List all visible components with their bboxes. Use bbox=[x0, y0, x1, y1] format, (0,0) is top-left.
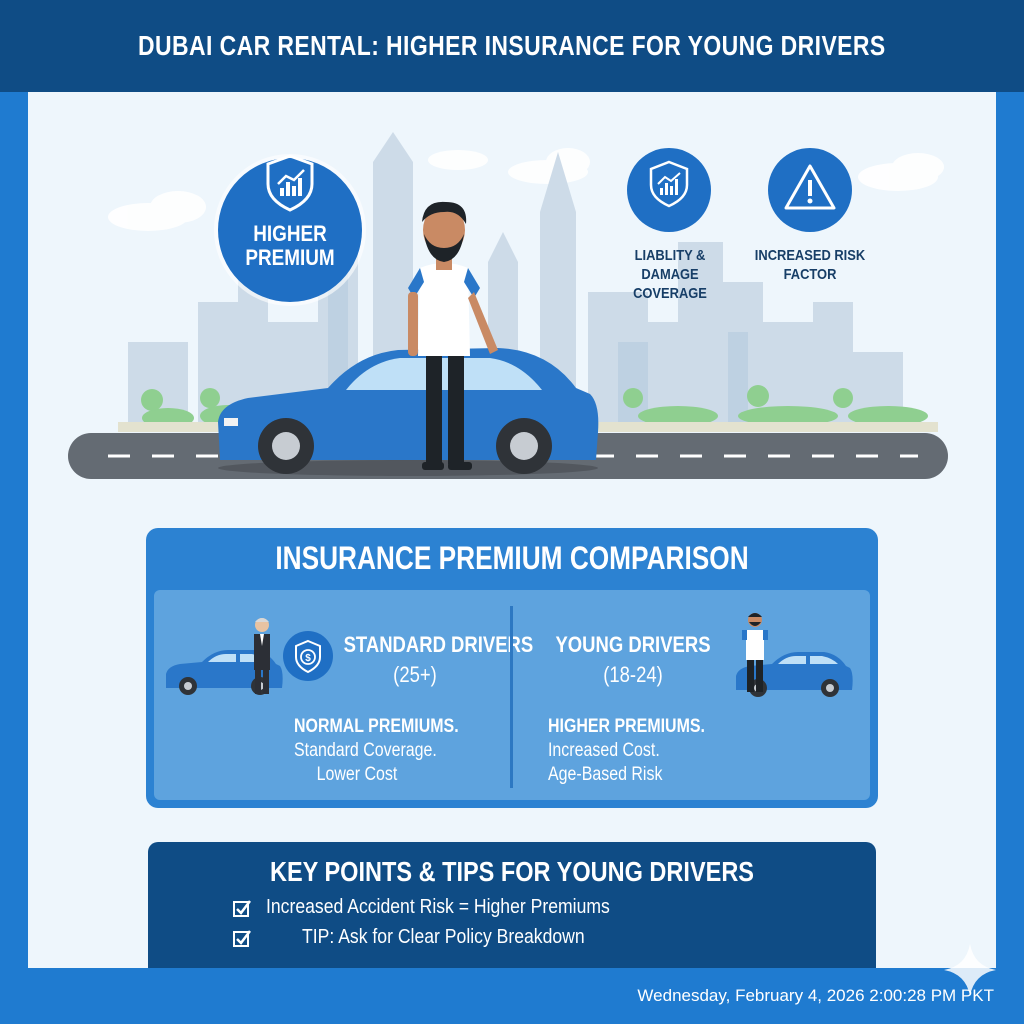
standard-title-text: STANDARD DRIVERS bbox=[343, 632, 534, 657]
liability-line-2: COVERAGE bbox=[633, 285, 707, 302]
premium-comparison-card: INSURANCE PREMIUM COMPARISON $ STANDARD … bbox=[146, 528, 878, 808]
checkbox-checked-icon bbox=[233, 899, 251, 917]
header-bar: DUBAI CAR RENTAL: HIGHER INSURANCE FOR Y… bbox=[0, 0, 1024, 92]
shield-dollar-icon: $ bbox=[283, 631, 333, 681]
risk-line-1: INCREASED RISK bbox=[754, 247, 866, 264]
key-points-panel: KEY POINTS & TIPS FOR YOUNG DRIVERS Incr… bbox=[148, 842, 876, 968]
tips-title: KEY POINTS & TIPS FOR YOUNG DRIVERS bbox=[270, 856, 754, 887]
young-premium-level: HIGHER PREMIUMS. bbox=[548, 716, 705, 737]
premium-badge-circle bbox=[214, 154, 366, 306]
timestamp: Wednesday, February 4, 2026 2:00:28 PM P… bbox=[637, 986, 994, 1005]
liability-badge-circle bbox=[627, 148, 711, 232]
liability-line-1: LIABLITY & DAMAGE bbox=[634, 247, 706, 283]
clouds bbox=[108, 148, 944, 231]
comparison-title: INSURANCE PREMIUM COMPARISON bbox=[275, 540, 749, 576]
shield-growth-icon bbox=[266, 154, 314, 212]
tip-item: TIP: Ask for Clear Policy Breakdown bbox=[232, 926, 623, 949]
premium-line-1: HIGHER bbox=[253, 221, 327, 246]
sparkle-icon bbox=[944, 944, 996, 996]
young-age-range: (18-24) bbox=[603, 662, 663, 687]
premium-line-2: PREMIUM bbox=[245, 245, 335, 270]
svg-text:$: $ bbox=[305, 653, 311, 664]
comparison-body: $ STANDARD DRIVERS (25+) NORMAL PREMIUMS… bbox=[154, 590, 870, 800]
standard-cost: Lower Cost bbox=[316, 764, 398, 785]
young-risk: Age-Based Risk bbox=[548, 764, 663, 785]
risk-badge-label: INCREASED RISK FACTOR bbox=[750, 246, 870, 284]
young-driver-figure bbox=[408, 201, 498, 470]
city-scene bbox=[68, 132, 948, 479]
tip-text: Increased Accident Risk = Higher Premium… bbox=[266, 896, 610, 918]
illustration-panel: HIGHER PREMIUM LIABLITY & DAMAGE COVERAG… bbox=[28, 92, 996, 968]
standard-premium-level: NORMAL PREMIUMS. bbox=[294, 716, 459, 737]
risk-badge-circle bbox=[768, 148, 852, 232]
page-title: DUBAI CAR RENTAL: HIGHER INSURANCE FOR Y… bbox=[138, 30, 886, 61]
young-drivers-title: YOUNG DRIVERS (18-24) bbox=[553, 630, 713, 690]
comparison-divider bbox=[510, 606, 513, 788]
standard-age-range: (25+) bbox=[393, 662, 437, 687]
standard-driver-illustration bbox=[166, 618, 283, 695]
standard-drivers-title: STANDARD DRIVERS (25+) bbox=[343, 630, 534, 690]
tip-text: TIP: Ask for Clear Policy Breakdown bbox=[302, 926, 585, 948]
liability-badge-label: LIABLITY & DAMAGE COVERAGE bbox=[610, 246, 730, 303]
risk-line-2: FACTOR bbox=[783, 266, 837, 283]
standard-coverage: Standard Coverage. bbox=[294, 740, 437, 761]
rental-car bbox=[218, 348, 599, 476]
tip-item: Increased Accident Risk = Higher Premium… bbox=[232, 896, 657, 919]
young-driver-illustration bbox=[736, 613, 853, 697]
young-cost: Increased Cost. bbox=[548, 740, 660, 761]
checkbox-checked-icon bbox=[233, 929, 251, 947]
young-title-text: YOUNG DRIVERS bbox=[555, 632, 711, 657]
premium-badge-label: HIGHER PREMIUM bbox=[226, 222, 353, 270]
